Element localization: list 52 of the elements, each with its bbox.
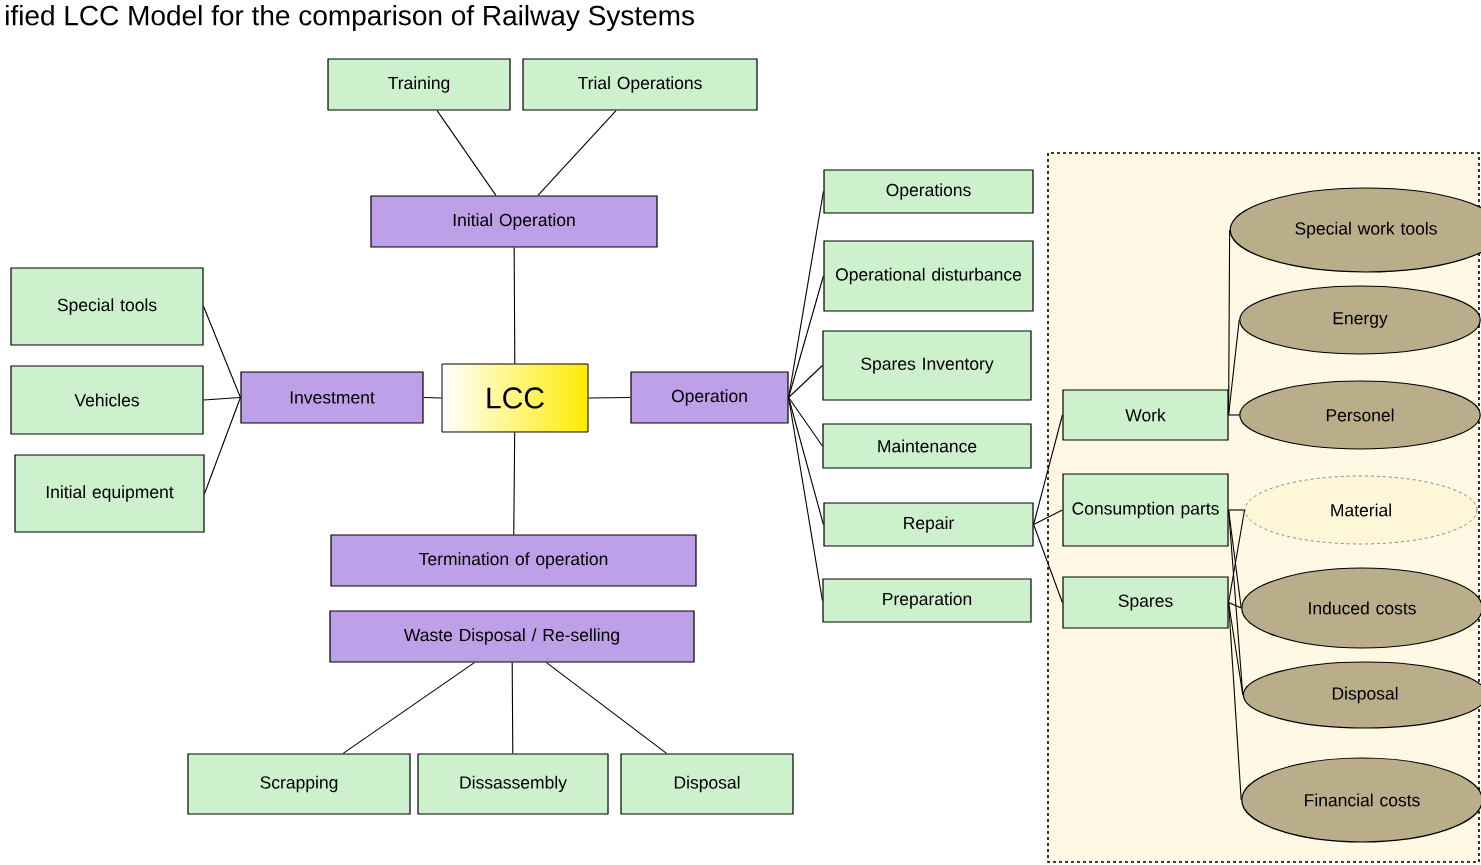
- connector-line: [511, 662, 514, 754]
- category-box: Waste Disposal / Re-selling: [329, 610, 695, 663]
- connector-line: [513, 247, 516, 365]
- category-box: Termination of operation: [330, 534, 697, 587]
- root-box: LCC: [441, 363, 589, 433]
- connector-line: [1228, 601, 1244, 696]
- item-box: Repair: [823, 502, 1034, 547]
- connector-line: [513, 431, 516, 535]
- item-box: Dissassembly: [417, 753, 609, 815]
- connector-line: [587, 396, 631, 399]
- item-box: Preparation: [822, 578, 1032, 623]
- connector-line: [1033, 523, 1063, 604]
- connector-line: [1228, 414, 1240, 416]
- item-box: Trial Operations: [522, 58, 758, 111]
- category-box: Investment: [240, 371, 424, 424]
- item-box: Maintenance: [822, 423, 1032, 469]
- item-box: Operational disturbance: [823, 240, 1034, 312]
- connector-line: [1228, 601, 1242, 801]
- connector-line: [788, 396, 823, 447]
- item-box: Scrapping: [187, 753, 411, 815]
- item-box: Vehicles: [10, 365, 204, 435]
- connector-line: [1033, 509, 1063, 526]
- category-box: Initial Operation: [370, 195, 658, 248]
- item-box: Spares Inventory: [822, 330, 1032, 401]
- connector-line: [423, 396, 443, 399]
- item-box: Consumption parts: [1062, 473, 1229, 547]
- connector-line: [203, 305, 241, 399]
- connector-line: [436, 110, 497, 196]
- connector-line: [1228, 601, 1242, 609]
- item-box: Spares: [1062, 576, 1229, 629]
- connector-line: [1033, 414, 1063, 526]
- connector-line: [537, 110, 617, 196]
- connector-line: [788, 396, 823, 602]
- connector-line: [788, 364, 823, 399]
- connector-line: [545, 662, 668, 754]
- item-box: Operations: [823, 169, 1034, 214]
- item-box: Work: [1062, 389, 1229, 441]
- connector-line: [1228, 509, 1242, 609]
- connector-line: [342, 662, 475, 754]
- connector-line: [1228, 509, 1246, 604]
- connector-line: [788, 396, 824, 526]
- item-box: Disposal: [620, 753, 794, 815]
- item-box: Initial equipment: [14, 454, 205, 533]
- connector-line: [1228, 509, 1246, 511]
- title: ified LCC Model for the comparison of Railway Systems: [6, 4, 694, 32]
- connector-line: [204, 396, 241, 495]
- item-box: Special tools: [10, 267, 204, 346]
- category-box: Operation: [630, 371, 789, 424]
- connector-line: [788, 275, 824, 399]
- connector-line: [203, 396, 241, 401]
- item-box: Training: [327, 58, 511, 111]
- connector-line: [1228, 319, 1240, 416]
